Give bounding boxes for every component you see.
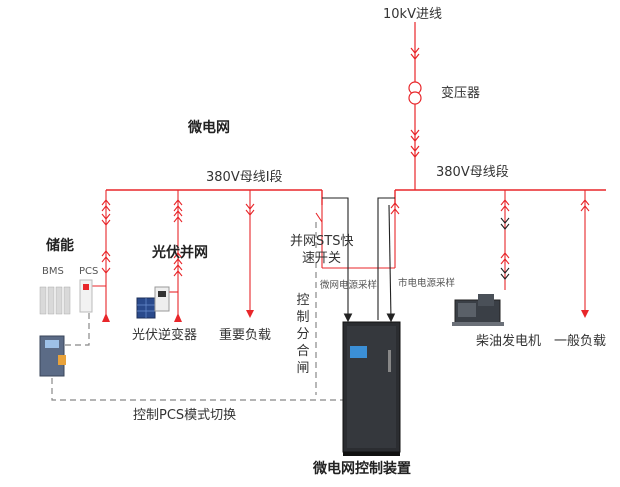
- diesel-generator-label: 柴油发电机: [476, 334, 542, 349]
- pcs-icon: [79, 279, 93, 313]
- general-load-label: 一般负载: [554, 334, 607, 349]
- controller-title: 微电网控制装置: [313, 461, 411, 477]
- control-open-close-label: 控 制 分 合 闸: [296, 293, 310, 376]
- sts-path: [315, 202, 400, 269]
- bus-bars: [106, 189, 606, 205]
- transformer-label: 变压器: [441, 86, 481, 101]
- diesel-generator-icon: [452, 294, 504, 326]
- incoming-10kv-label: 10kV进线: [383, 7, 442, 22]
- microgrid-title: 微电网: [188, 120, 230, 136]
- pcs-label: PCS: [79, 266, 99, 277]
- bms-icon: [39, 286, 71, 315]
- right-feeders: [500, 190, 590, 310]
- incoming-feeder: [410, 22, 420, 190]
- control-dashed-lines: [51, 222, 352, 401]
- pv-grid-label: 光伏并网: [152, 245, 208, 261]
- controller-cabinet-icon: [342, 321, 401, 456]
- solar-panel-icon: [136, 297, 156, 319]
- utility-sampling-label: 市电电源采样: [398, 278, 456, 289]
- sts-switch-label-2: 速开关: [302, 251, 342, 266]
- control-pcs-mode-label: 控制PCS模式切换: [133, 408, 237, 423]
- bus-right-label: 380V母线段: [436, 165, 509, 180]
- critical-load-label: 重要负载: [219, 328, 272, 343]
- pv-inverter-label: 光伏逆变器: [132, 328, 198, 343]
- sampling-lines: [322, 197, 396, 323]
- sts-switch-label-1: 并网STS快: [290, 234, 354, 249]
- bms-label: BMS: [42, 266, 64, 277]
- pv-inverter-icon: [154, 286, 170, 312]
- bus-left-label: 380V母线I段: [206, 170, 283, 185]
- storage-controller-icon: [39, 335, 66, 377]
- microgrid-sampling-label: 微网电源采样: [320, 280, 378, 291]
- left-feeders: [89, 190, 255, 316]
- feeder-terminals: [102, 310, 589, 322]
- transformer-symbol: [408, 81, 422, 105]
- storage-label: 储能: [46, 238, 74, 254]
